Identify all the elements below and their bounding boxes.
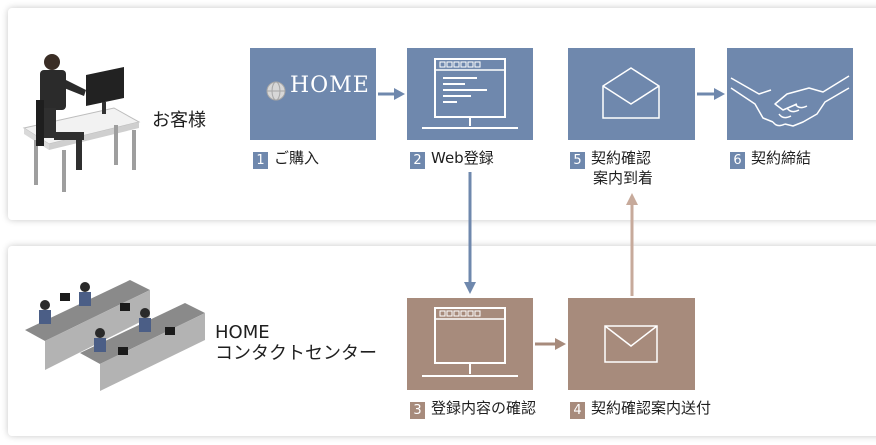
arrow-step3-to-step4 xyxy=(535,338,566,350)
computer-monitor-icon xyxy=(422,58,518,129)
step-number: 2 xyxy=(410,152,425,169)
step-6-contract-box xyxy=(727,48,853,140)
step-1-purchase-box: HOME xyxy=(250,48,376,140)
customer-label: お客様 xyxy=(152,110,206,131)
envelope-closed-icon xyxy=(604,325,658,363)
arrow-step1-to-step2 xyxy=(378,88,405,100)
step-6-label: 6 契約締結 xyxy=(730,148,811,169)
computer-monitor-icon xyxy=(422,307,518,377)
step-3-label: 3 登録内容の確認 xyxy=(410,398,536,419)
home-logo-text: HOME xyxy=(290,73,370,98)
step-2-label: 2 Web登録 xyxy=(410,148,494,169)
step-number: 1 xyxy=(253,152,268,169)
arrow-step2-to-step3 xyxy=(464,172,476,294)
step-2-web-registration-box xyxy=(407,48,533,140)
arrow-step5-to-step6 xyxy=(697,88,725,100)
step-5-label: 5 契約確認 xyxy=(570,148,651,169)
step-label-text: Web登録 xyxy=(431,149,494,167)
step-label-text: ご購入 xyxy=(274,149,320,167)
contact-center-staff-illustration xyxy=(25,280,205,391)
step-5-notice-arrival-box xyxy=(568,48,695,140)
step-4-label: 4 契約確認案内送付 xyxy=(570,398,711,419)
step-label-text: 契約締結 xyxy=(751,149,812,167)
step-label-text: 契約確認 xyxy=(591,149,652,167)
step-1-label: 1 ご購入 xyxy=(253,148,319,169)
customer-at-desk-illustration xyxy=(22,54,141,192)
step-3-confirm-registration-box xyxy=(407,298,533,390)
step-number: 6 xyxy=(730,152,745,169)
step-number: 5 xyxy=(570,152,585,169)
contact-center-label-line2: コンタクトセンター xyxy=(215,343,377,364)
step-number: 3 xyxy=(410,402,425,419)
arrow-step4-to-step5 xyxy=(626,193,638,296)
step-label-text: 契約確認案内送付 xyxy=(591,399,712,417)
handshake-icon xyxy=(730,75,850,127)
step-number: 4 xyxy=(570,402,585,419)
step-4-send-notice-box xyxy=(568,298,695,390)
globe-icon xyxy=(266,81,286,101)
step-5-label-line2: 案内到着 xyxy=(593,169,654,187)
step-label-text: 登録内容の確認 xyxy=(431,399,537,417)
envelope-open-icon xyxy=(602,67,660,119)
contact-center-label-line1: HOME xyxy=(215,322,270,343)
